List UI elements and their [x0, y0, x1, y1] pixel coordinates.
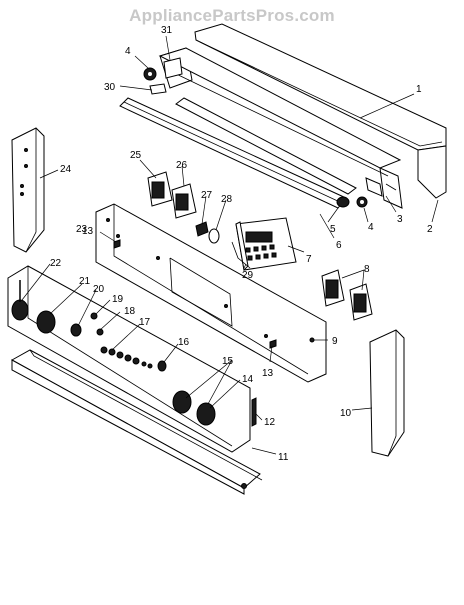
- part-30-clip: [149, 83, 167, 95]
- part-2-end-cap: [379, 167, 403, 209]
- part-10-right-end-trim: [369, 329, 405, 457]
- callout-12: 12: [264, 417, 276, 428]
- part-18-button: [96, 328, 104, 336]
- callout-11: 11: [278, 452, 289, 463]
- part-31-bracket: [158, 47, 402, 177]
- part-12-strip: [251, 397, 257, 427]
- part-8-switches: [321, 269, 373, 321]
- callout-30: 30: [104, 82, 116, 93]
- callout-13-right: 13: [262, 368, 274, 379]
- callout-15: 15: [222, 356, 234, 367]
- callout-28: 28: [221, 194, 233, 205]
- callout-24: 24: [60, 164, 72, 175]
- callout-5: 5: [330, 224, 336, 235]
- callout-4-right: 4: [368, 222, 374, 233]
- callout-23: 23: [76, 224, 88, 235]
- leader-lines: [21, 35, 439, 455]
- callout-13-left: 13: [82, 226, 94, 237]
- callout-31: 31: [161, 25, 173, 36]
- callout-3: 3: [397, 214, 403, 225]
- part-20-knob: [70, 323, 82, 337]
- part-25-switch: [147, 171, 173, 207]
- part-27-lamp-holder: [195, 221, 209, 237]
- callout-29: 29: [242, 270, 254, 281]
- part-11-bottom-trim: [10, 349, 263, 495]
- callout-8: 8: [364, 264, 370, 275]
- callout-14: 14: [242, 374, 254, 385]
- callout-9: 9: [332, 336, 338, 347]
- callout-18: 18: [124, 306, 136, 317]
- part-28-lamp: [208, 228, 220, 244]
- part-22-knob: [11, 280, 29, 321]
- callout-17: 17: [139, 317, 151, 328]
- part-19-button: [90, 312, 98, 320]
- part-7-clock-timer: [235, 217, 297, 272]
- callout-16: 16: [178, 337, 190, 348]
- part-21-knob: [36, 310, 56, 334]
- part-4-clip-left: [143, 67, 157, 81]
- part-5-lamp-rail: [175, 97, 357, 195]
- callout-19: 19: [112, 294, 124, 305]
- callout-6: 6: [336, 240, 342, 251]
- part-13-clip-right: [269, 339, 277, 349]
- part-4-clip-right: [356, 196, 368, 208]
- part-14-knob: [196, 402, 216, 426]
- callout-1: 1: [416, 84, 422, 95]
- part-26-switch: [171, 183, 197, 219]
- part-16-knob: [157, 360, 167, 372]
- part-6-light-tube: [119, 97, 350, 209]
- part-23-control-panel-backplate: [95, 203, 327, 383]
- callout-7: 7: [306, 254, 312, 265]
- part-17-button-row: [100, 346, 153, 369]
- callout-4-left: 4: [125, 46, 131, 57]
- part-1-backguard-cover: [194, 23, 447, 199]
- callout-2: 2: [427, 224, 433, 235]
- callout-21: 21: [79, 276, 91, 287]
- callout-26: 26: [176, 160, 188, 171]
- callout-25: 25: [130, 150, 142, 161]
- part-24-left-end-trim: [11, 127, 45, 253]
- callout-27: 27: [201, 190, 213, 201]
- callout-22: 22: [50, 258, 62, 269]
- callout-20: 20: [93, 284, 105, 295]
- part-15-knob: [172, 390, 192, 414]
- callout-10: 10: [340, 408, 352, 419]
- callout-labels: 1 2 3 4 4 5 6 7 8 9 10 11 12 13 13 14 15…: [50, 25, 433, 463]
- watermark: AppliancePartsPros.com: [129, 6, 335, 25]
- part-3-bracket: [365, 177, 383, 197]
